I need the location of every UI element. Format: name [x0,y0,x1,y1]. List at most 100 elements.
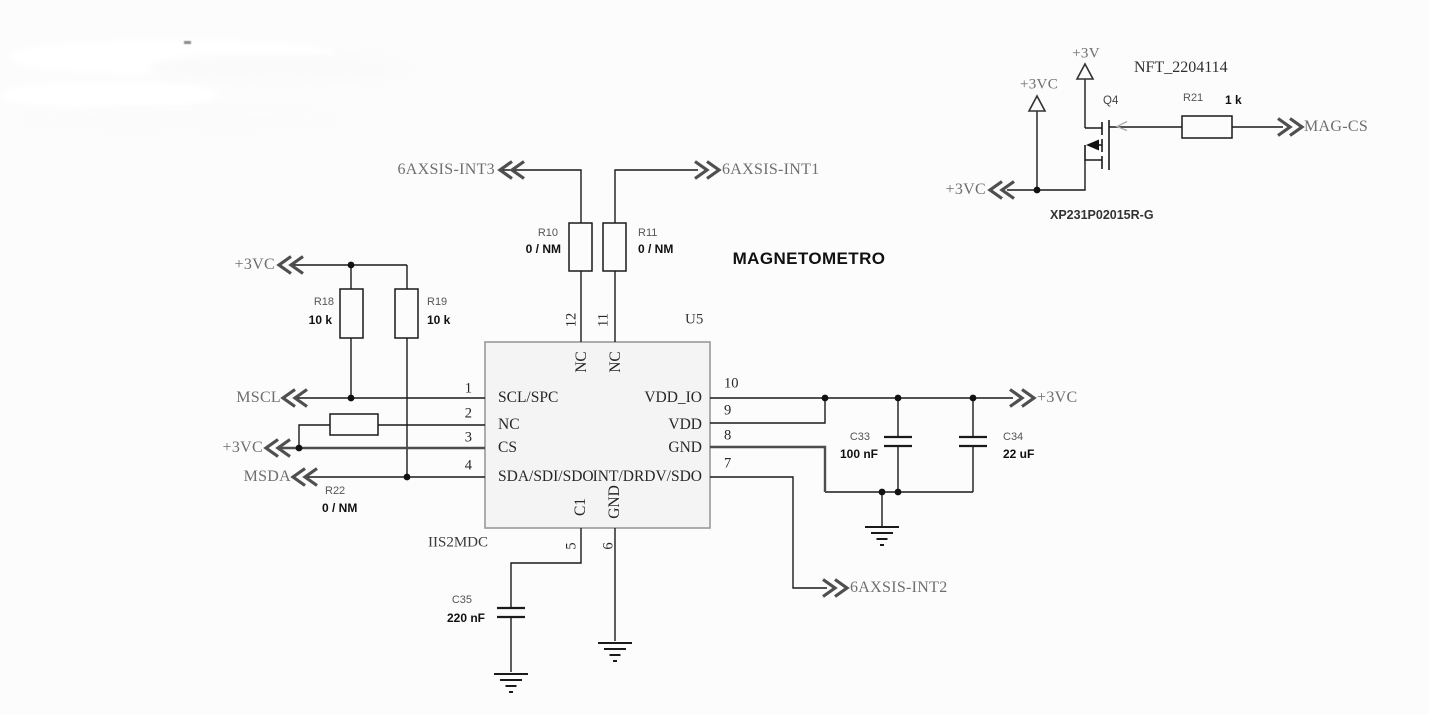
pin-number-3: 3 [464,429,472,446]
mosfet-body-arrow [1086,139,1099,151]
chevron-out-icon [822,578,850,598]
capacitor-c34 [959,435,987,448]
refdes-r11: R11 [638,227,658,239]
junction-dots [295,186,1041,496]
net-label-mag-cs: MAG-CS [1304,118,1369,135]
chevron-out-icon [1009,388,1037,408]
pin-name-gnd6: GND [606,485,623,519]
gnd-symbol [865,526,899,546]
pin-name-vdd-io: VDD_IO [644,389,702,406]
value-c34: 22 uF [1003,447,1035,461]
refdes-c35: C35 [451,594,472,606]
chevron-in-icon [263,438,291,458]
pin-name-nc2: NC [498,416,520,433]
scan-smudge [30,108,330,128]
q4-type-label: NFT_2204114 [1134,59,1228,76]
pin-number-11: 11 [595,313,612,327]
scan-mark [184,41,191,44]
value-r22: 0 / NM [322,501,358,515]
pin-number-1: 1 [464,380,472,397]
refdes-r10: R10 [537,227,558,239]
refdes-r18: R18 [313,296,334,308]
net-label-int2: 6AXSIS-INT2 [850,579,948,596]
net-chevrons [263,117,1305,598]
value-r18: 10 k [308,313,332,327]
value-c33: 100 nF [839,447,878,461]
resistor-r18 [339,288,364,339]
heavy-wires [280,445,827,492]
power-flags [1027,62,1095,112]
pin-name-vdd: VDD [668,416,702,433]
pin-name-nc11: NC [607,351,624,373]
value-r11: 0 / NM [638,242,674,256]
power-label-3v: +3V [1072,45,1100,62]
chevron-in-icon [497,160,525,180]
net-label-mscl: MSCL [236,389,281,406]
resistor-r10 [568,222,593,272]
chevron-in-icon [987,180,1015,200]
net-label-3vc-rail: +3VC [1037,389,1078,406]
chip-partname: IIS2MDC [428,534,489,551]
refdes-c33: C33 [849,431,870,443]
chevron-in-icon [276,255,304,275]
power-label-3vc-riser: +3VC [1020,76,1058,93]
pin-name-cs: CS [498,439,517,456]
pin-number-8: 8 [724,427,732,444]
pin-name-nc12: NC [573,351,590,373]
value-r21: 1 k [1225,93,1242,107]
resistor-r21 [1181,115,1233,139]
value-c35: 220 nF [446,611,485,625]
net-label-3vc-midleft: +3VC [222,439,263,456]
resistor-r11 [602,222,627,272]
value-r19: 10 k [427,313,451,327]
gnd-symbol [598,642,632,662]
resistor-r19 [394,288,419,339]
refdes-q4: Q4 [1103,95,1119,107]
capacitors [497,435,987,619]
net-label-int1: 6AXSIS-INT1 [722,161,820,178]
resistor-r22 [329,413,379,436]
pin-number-5: 5 [563,542,580,550]
pin-number-7: 7 [724,455,732,472]
power-flag-3vc [1027,94,1047,112]
pin-number-10: 10 [724,375,739,392]
mosfet-q4 [1084,120,1128,170]
scan-smudge [150,55,410,81]
capacitor-c33 [884,435,912,448]
pin-number-9: 9 [724,402,732,419]
refdes-r21: R21 [1183,92,1204,104]
net-label-int3: 6AXSIS-INT3 [397,161,495,178]
net-label-3vc-topleft: +3VC [234,256,275,273]
chip-refdes: U5 [685,311,704,328]
chip-u5-body [484,341,711,529]
pin-name-scl-spc: SCL/SPC [498,389,559,406]
chevron-out-icon [1277,117,1305,137]
value-r10: 0 / NM [525,242,561,256]
gnd-symbols [494,526,899,693]
pin-number-2: 2 [464,405,472,422]
pin-name-c1: C1 [572,497,589,517]
refdes-c34: C34 [1003,431,1024,443]
pin-name-int-drdv-sdo: INT/DRDV/SDO [592,468,702,485]
chevron-out-icon [694,160,722,180]
scan-smudge [0,82,220,108]
refdes-r22: R22 [325,485,346,497]
chevron-in-icon [280,388,308,408]
capacitor-c35 [497,606,525,619]
net-label-msda: MSDA [243,468,291,485]
power-flag-3v [1075,62,1095,80]
net-label-3vc-topright: +3VC [945,181,986,198]
page-title: MAGNETOMETRO [732,249,886,268]
q4-part-number: XP231P02015R-G [1050,208,1154,222]
pin-number-6: 6 [600,542,617,550]
refdes-r19: R19 [427,296,448,308]
pin-name-sda-sdi-sdo: SDA/SDI/SDO [498,468,594,485]
pin-number-12: 12 [563,312,580,328]
pin-number-4: 4 [464,457,472,474]
gate-marker-icon [1115,120,1128,132]
resistors [329,115,1233,436]
chevron-in-icon [290,467,318,487]
gnd-symbol [494,673,528,693]
